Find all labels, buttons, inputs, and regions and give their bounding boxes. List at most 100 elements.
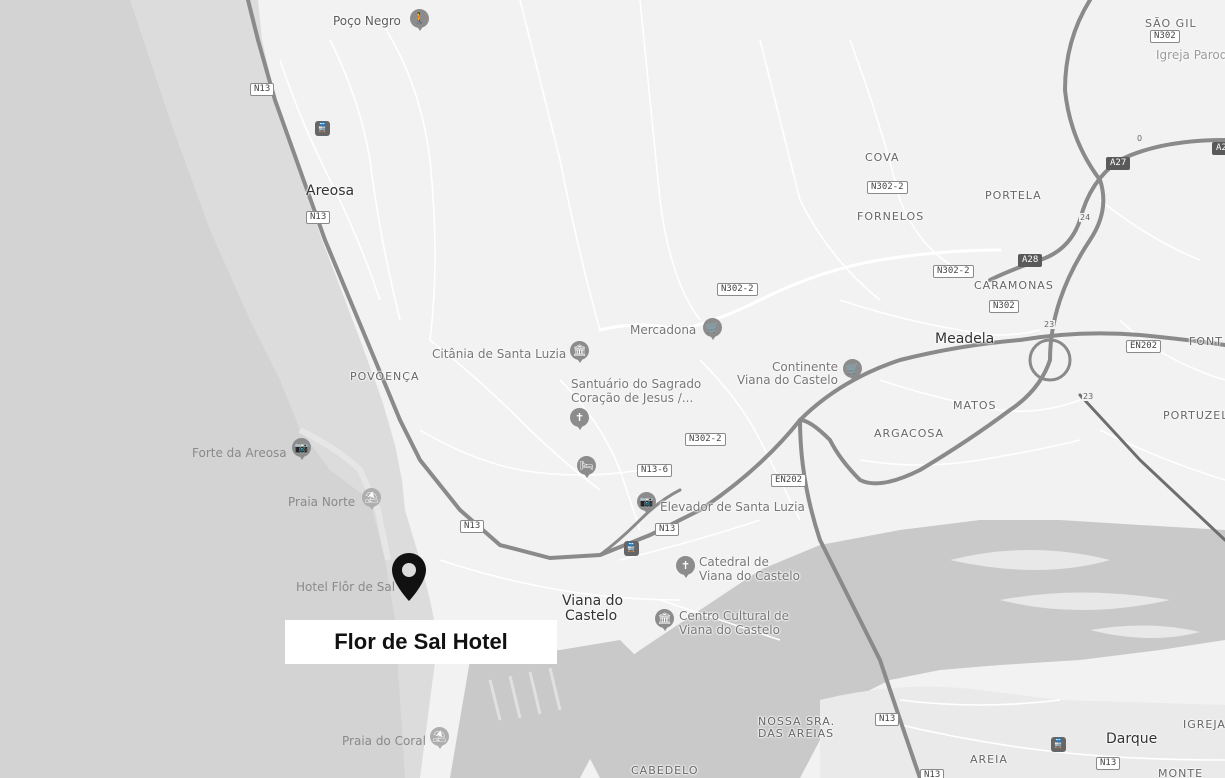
beach-umbrella-icon[interactable]: ⛱ bbox=[430, 727, 449, 749]
river-island-3 bbox=[1090, 625, 1200, 639]
place-label-centro-cultural[interactable]: Centro Cultural de bbox=[679, 609, 789, 623]
place-label-igreja-paroq[interactable]: Igreja Paroq bbox=[1156, 48, 1225, 62]
road-shield-n13-6: N13-6 bbox=[637, 464, 673, 477]
place-label-povoenca[interactable]: POVOENÇA bbox=[350, 370, 420, 383]
minor-streets bbox=[279, 0, 1225, 761]
place-label-portuzel[interactable]: PORTUZEL bbox=[1163, 409, 1225, 422]
place-label-centro-cultural-line2[interactable]: Viana do Castelo bbox=[679, 623, 780, 637]
road-number-24: 24 bbox=[1079, 213, 1092, 222]
place-label-citania[interactable]: Citânia de Santa Luzia bbox=[432, 347, 567, 361]
train-icon[interactable]: 🚆 bbox=[315, 121, 330, 136]
shopping-cart-icon[interactable]: 🛒 bbox=[843, 359, 862, 381]
place-label-portela[interactable]: PORTELA bbox=[985, 189, 1042, 202]
train-icon[interactable]: 🚆 bbox=[1051, 737, 1066, 752]
road-number-23: 23 bbox=[1082, 392, 1095, 401]
road-shield-n13: N13 bbox=[875, 713, 900, 726]
road-shield-n13: N13 bbox=[306, 211, 331, 224]
place-label-cova[interactable]: COVA bbox=[865, 151, 900, 164]
road-shield-n302-2: N302-2 bbox=[685, 433, 726, 446]
place-label-font[interactable]: FONT bbox=[1189, 335, 1223, 348]
road-shield-n302: N302 bbox=[989, 300, 1019, 313]
river-lima bbox=[560, 520, 1225, 778]
road-shield-n13: N13 bbox=[250, 83, 275, 96]
place-label-catedral[interactable]: Catedral de bbox=[699, 555, 769, 569]
hotel-bed-icon[interactable]: 🛏 bbox=[577, 456, 596, 478]
shopping-cart-icon[interactable]: 🛒 bbox=[703, 318, 722, 340]
place-label-mercadona[interactable]: Mercadona bbox=[630, 323, 697, 337]
place-label-praia-norte[interactable]: Praia Norte bbox=[288, 495, 356, 509]
place-label-areia[interactable]: AREIA bbox=[970, 753, 1008, 766]
viana-ring bbox=[598, 488, 682, 557]
harbour bbox=[450, 640, 640, 778]
place-label-meadela[interactable]: Meadela bbox=[935, 331, 995, 347]
road-shield-n13: N13 bbox=[655, 523, 680, 536]
road-shield-a27: A27 bbox=[1106, 157, 1131, 170]
place-label-catedral-line2[interactable]: Viana do Castelo bbox=[699, 569, 800, 583]
n13-road bbox=[246, 0, 702, 561]
place-label-matos[interactable]: MATOS bbox=[953, 399, 997, 412]
place-label-monte[interactable]: MONTE bbox=[1158, 767, 1204, 778]
railway bbox=[1078, 393, 1225, 542]
place-label-viana-do-castelo-line2[interactable]: Castelo bbox=[565, 608, 618, 624]
place-label-nossa-sra[interactable]: NOSSA SRA. bbox=[758, 715, 836, 728]
place-label-forte-da-areosa[interactable]: Forte da Areosa bbox=[192, 446, 287, 460]
train-icon[interactable]: 🚆 bbox=[624, 541, 639, 556]
river-island-2 bbox=[1000, 592, 1170, 610]
camera-icon[interactable]: 📷 bbox=[292, 438, 311, 460]
main-roads bbox=[246, 0, 1225, 778]
road-shield-n302-2: N302-2 bbox=[933, 265, 974, 278]
road-shield-a28: A28 bbox=[1018, 254, 1043, 267]
church-icon[interactable]: ✝ bbox=[570, 408, 589, 430]
road-number-23: 23 bbox=[1043, 320, 1056, 329]
place-label-santuario-line2[interactable]: Coração de Jesus /... bbox=[571, 391, 694, 405]
place-label-fornelos[interactable]: FORNELOS bbox=[857, 210, 925, 223]
road-shield-n13: N13 bbox=[920, 769, 945, 778]
road-shield-en202: EN202 bbox=[1126, 340, 1162, 353]
en202-road bbox=[698, 331, 1225, 512]
hiking-icon[interactable]: 🚶 bbox=[410, 9, 429, 31]
place-label-darque[interactable]: Darque bbox=[1106, 731, 1158, 747]
place-label-areosa[interactable]: Areosa bbox=[306, 183, 355, 199]
museum-icon[interactable]: 🏛 bbox=[570, 341, 589, 363]
camera-icon[interactable]: 📷 bbox=[637, 492, 656, 514]
south-bank-urban bbox=[820, 686, 1225, 778]
church-icon[interactable]: ✝ bbox=[676, 556, 695, 578]
road-number-0: 0 bbox=[1136, 134, 1144, 143]
place-label-continente-line2[interactable]: Viana do Castelo bbox=[737, 373, 838, 387]
hotel-label-text: Flor de Sal Hotel bbox=[334, 629, 508, 654]
place-label-praia-do-coral[interactable]: Praia do Coral bbox=[342, 734, 426, 748]
road-shield-n302-2: N302-2 bbox=[867, 181, 908, 194]
road-shield-n302-2: N302-2 bbox=[717, 283, 758, 296]
beach-umbrella-icon[interactable]: ⛱ bbox=[362, 488, 381, 510]
road-shield-n13: N13 bbox=[460, 520, 485, 533]
map-pin-icon[interactable] bbox=[391, 552, 427, 602]
place-label-sao-gil[interactable]: SÃO GIL bbox=[1145, 17, 1197, 30]
place-label-viana-do-castelo[interactable]: Viana do bbox=[562, 593, 624, 609]
place-label-continente[interactable]: Continente bbox=[772, 360, 839, 374]
n302-road bbox=[598, 248, 1002, 332]
road-shield-n13: N13 bbox=[1096, 757, 1121, 770]
shallow-water bbox=[0, 0, 405, 778]
road-shield-a-edge: A2 bbox=[1212, 142, 1225, 155]
place-label-cabedelo[interactable]: CABEDELO bbox=[631, 764, 699, 777]
place-label-elevador[interactable]: Elevador de Santa Luzia bbox=[660, 500, 805, 514]
place-label-hotel-flor-de-sal[interactable]: Hotel Flôr de Sal bbox=[296, 580, 396, 594]
beach bbox=[298, 427, 391, 561]
road-shield-n302: N302 bbox=[1150, 30, 1180, 43]
museum-icon[interactable]: 🏛 bbox=[655, 609, 674, 631]
a-road-south bbox=[798, 358, 1052, 486]
a27-road bbox=[1048, 0, 1106, 362]
interchange bbox=[1028, 338, 1072, 382]
road-shield-en202: EN202 bbox=[771, 474, 807, 487]
place-label-das-areias[interactable]: DAS AREIAS bbox=[758, 727, 835, 740]
river-island-1 bbox=[950, 550, 1110, 570]
place-label-argacosa[interactable]: ARGACOSA bbox=[874, 427, 945, 440]
place-label-poco-negro[interactable]: Poço Negro bbox=[333, 14, 401, 28]
place-label-caramonas[interactable]: CARAMONAS bbox=[974, 279, 1054, 292]
hotel-label-card[interactable]: Flor de Sal Hotel bbox=[285, 620, 557, 664]
place-label-santuario[interactable]: Santuário do Sagrado bbox=[571, 377, 702, 391]
dock-lines bbox=[488, 667, 562, 721]
place-label-igreja[interactable]: IGREJA bbox=[1183, 718, 1225, 731]
